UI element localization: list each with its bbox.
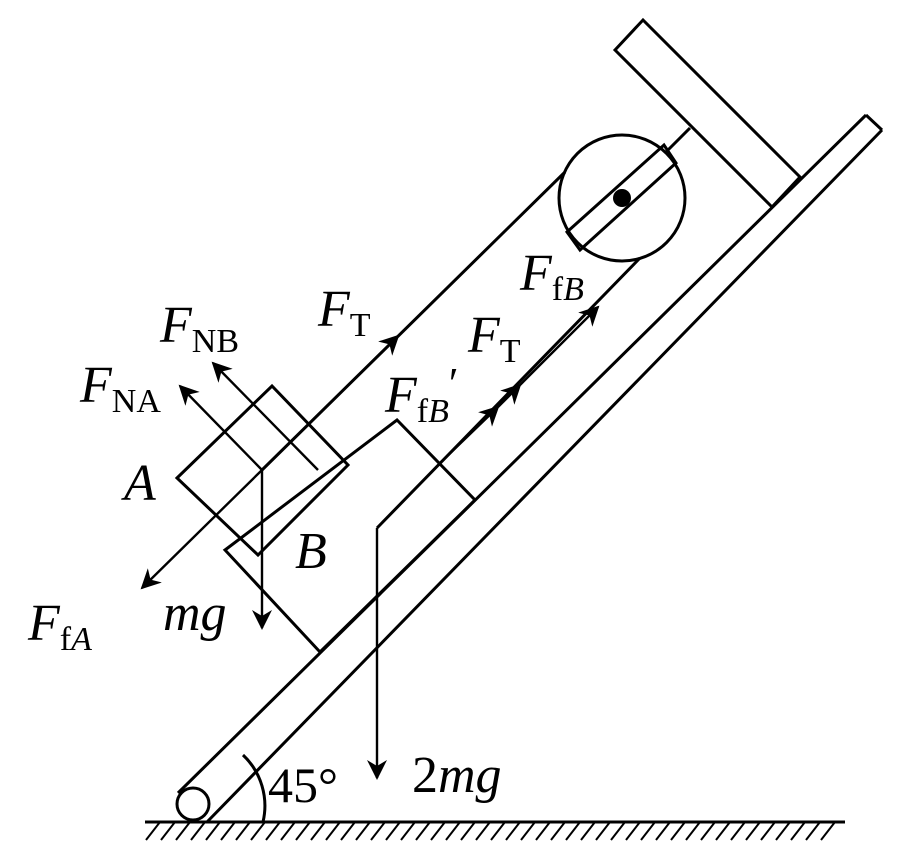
ground-hatch-mark xyxy=(160,821,176,841)
ground-hatch-mark xyxy=(655,821,671,841)
ground-hatch-mark xyxy=(370,821,386,841)
ground-hatch-mark xyxy=(520,821,536,841)
forces-block-a xyxy=(140,334,400,630)
incline-board xyxy=(176,113,884,824)
ground-hatch-mark xyxy=(700,821,716,841)
force-arrow-ft-b xyxy=(497,383,522,408)
label-ffa: FfA xyxy=(27,595,92,658)
ground-hatch-mark xyxy=(265,821,281,841)
ground-hatch-mark xyxy=(295,821,311,841)
ground-hatch-mark xyxy=(640,821,656,841)
ground-hatch-mark xyxy=(145,821,161,841)
angle-label: 45° xyxy=(268,757,338,813)
ground-hatch-mark xyxy=(250,821,266,841)
ground-hatch-mark xyxy=(535,821,551,841)
ground-hatch-mark xyxy=(595,821,611,841)
force-arrow-ffa xyxy=(140,469,263,590)
label-block-a: A xyxy=(121,455,156,512)
ground-hatch-mark xyxy=(730,821,746,841)
ground-hatch-mark xyxy=(580,821,596,841)
ground-hatch-mark xyxy=(325,821,341,841)
ground-hatch-mark xyxy=(280,821,296,841)
ground-hatch-mark xyxy=(805,821,821,841)
ground xyxy=(145,820,845,841)
ground-hatch-mark xyxy=(790,821,806,841)
ground-hatch-mark xyxy=(625,821,641,841)
ground-hatch-mark xyxy=(340,821,356,841)
pulley xyxy=(557,133,687,263)
ground-hatch-mark xyxy=(490,821,506,841)
label-2mg: 2mg xyxy=(412,747,502,804)
label-fna: FNA xyxy=(79,357,161,420)
ground-hatch-mark xyxy=(745,821,761,841)
forces-block-b xyxy=(367,305,600,780)
force-arrow-ft-a xyxy=(261,334,400,471)
ground-hatch-mark xyxy=(670,821,686,841)
ground-hatch-mark xyxy=(565,821,581,841)
ground-hatch-mark xyxy=(310,821,326,841)
ground-hatch-mark xyxy=(175,821,191,841)
block-a xyxy=(174,383,351,558)
angle-arc xyxy=(241,753,267,823)
ground-hatch-mark xyxy=(355,821,371,841)
ground-hatch-mark xyxy=(400,821,416,841)
ground-hatching xyxy=(145,821,836,841)
force-arrow-ffb xyxy=(519,305,600,386)
ground-hatch-mark xyxy=(715,821,731,841)
ground-hatch-mark xyxy=(235,821,251,841)
ground-hatch-mark xyxy=(820,821,836,841)
label-ft-a: FT xyxy=(317,281,371,344)
block-b xyxy=(222,418,478,655)
force-arrow-fna xyxy=(178,384,263,471)
ground-hatch-mark xyxy=(415,821,431,841)
ground-hatch-mark xyxy=(550,821,566,841)
ground-hatch-mark xyxy=(430,821,446,841)
hinge-pivot xyxy=(175,786,211,822)
ground-hatch-mark xyxy=(190,821,206,841)
label-ffb: FfB xyxy=(519,245,584,308)
ground-hatch-mark xyxy=(685,821,701,841)
label-ft-b: FT xyxy=(467,307,521,370)
force-arrow-fnb xyxy=(211,361,319,471)
pulley-axle xyxy=(613,189,631,207)
ground-hatch-mark xyxy=(610,821,626,841)
label-ffb-prime: FfB′ xyxy=(384,359,459,430)
ground-hatch-mark xyxy=(775,821,791,841)
ground-hatch-mark xyxy=(445,821,461,841)
label-mg: mg xyxy=(163,585,227,642)
label-fnb: FNB xyxy=(159,297,239,360)
ground-hatch-mark xyxy=(460,821,476,841)
ground-hatch-mark xyxy=(205,821,221,841)
ground-hatch-mark xyxy=(505,821,521,841)
ground-hatch-mark xyxy=(760,821,776,841)
labels: FNB FNA FT FT FfB FfB′ FfA A B mg xyxy=(27,245,584,804)
ground-hatch-mark xyxy=(385,821,401,841)
label-block-b: B xyxy=(295,523,327,580)
force-arrow-ffb-prime xyxy=(439,405,500,464)
ground-hatch-mark xyxy=(220,821,236,841)
ground-hatch-mark xyxy=(475,821,491,841)
